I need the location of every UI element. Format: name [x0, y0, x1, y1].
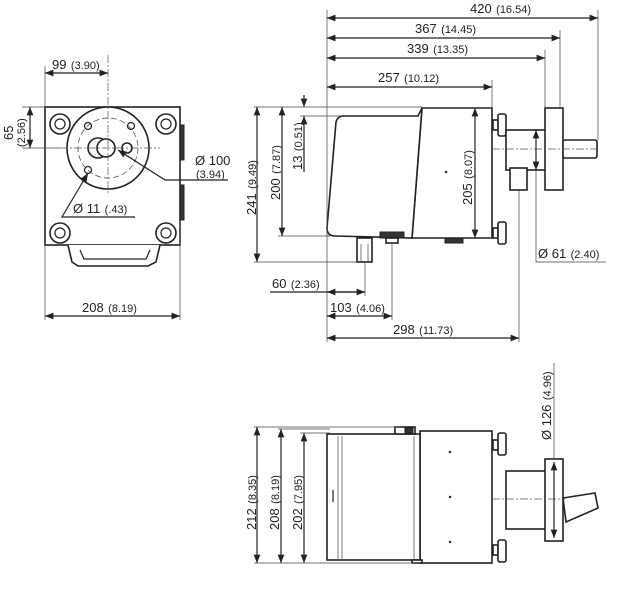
svg-text:420 (16.54): 420 (16.54): [470, 0, 531, 17]
dim-241-inch: (9.49): [247, 160, 259, 189]
side-tab: [179, 184, 185, 221]
dim-208-value: 208: [82, 300, 104, 315]
dim-367-value: 367: [415, 21, 437, 36]
dim-103-inch: (4.06): [356, 303, 385, 315]
side-tab: [179, 124, 185, 161]
svg-text:65: 65: [1, 126, 16, 140]
dim-205-inch: (8.07): [463, 150, 475, 179]
svg-text:367 (14.45): 367 (14.45): [415, 20, 476, 37]
svg-text:Ø 61 (2.40): Ø 61 (2.40): [538, 245, 599, 262]
dim-420-inch: (16.54): [496, 4, 531, 16]
dim-13-inch: (0.51): [293, 122, 305, 151]
gear-housing: [326, 107, 423, 239]
angled-cable: [562, 492, 599, 524]
svg-text:13 (0.51): 13 (0.51): [289, 122, 306, 170]
shaft-tube: [505, 129, 547, 171]
dim-208-inch: (8.19): [108, 303, 137, 315]
svg-text:200 (7.87): 200 (7.87): [267, 145, 284, 200]
svg-text:298 (11.73): 298 (11.73): [393, 321, 453, 338]
dim-212-value: 212: [244, 508, 259, 530]
dim-d11-value: Ø 11: [73, 201, 100, 216]
motor-housing: [411, 107, 493, 239]
dim-202-inch: (7.95): [293, 475, 305, 504]
svg-text:205 (8.07): 205 (8.07): [459, 150, 476, 205]
dim-d61-inch: (2.40): [571, 249, 600, 261]
svg-text:208 (8.19): 208 (8.19): [82, 299, 137, 316]
dim-200-value: 200: [268, 178, 283, 200]
dim-298-inch: (11.73): [419, 325, 453, 337]
side-view: 420 (16.54) 367 (14.45) 339 (13.35) 257 …: [243, 0, 606, 342]
svg-text:99 (3.90): 99 (3.90): [52, 56, 100, 73]
dim-d61-value: Ø 61: [538, 246, 566, 261]
dim-d100-inch: (3.94): [196, 169, 225, 181]
dim-205-value: 205: [460, 183, 475, 205]
svg-text:339 (13.35): 339 (13.35): [407, 40, 468, 57]
svg-text:257 (10.12): 257 (10.12): [378, 69, 439, 86]
dim-d100-value: Ø 100: [195, 153, 230, 168]
dim-202-value: 202: [290, 508, 305, 530]
dim-339-value: 339: [407, 41, 429, 56]
shaft-tube-top: [505, 470, 547, 530]
dim-99-inch: (3.90): [71, 60, 100, 72]
knob-bottom: [492, 539, 507, 563]
knob-top: [492, 113, 507, 137]
dim-241-value: 241: [244, 193, 259, 215]
dim-65-inch: (2.56): [16, 118, 28, 147]
svg-text:Ø 126 (4.96): Ø 126 (4.96): [538, 371, 555, 440]
mounting-holes: [49, 113, 177, 244]
svg-text:60 (2.36): 60 (2.36): [272, 275, 320, 292]
knob-top: [492, 432, 507, 456]
small-block: [509, 167, 528, 191]
svg-text:212 (8.35): 212 (8.35): [243, 475, 260, 530]
dim-99-value: 99: [52, 57, 66, 72]
svg-text:202 (7.95): 202 (7.95): [289, 475, 306, 530]
connector-socket: [379, 231, 405, 239]
dim-d126-inch: (4.96): [542, 371, 554, 400]
dim-257-value: 257: [378, 70, 400, 85]
svg-text:103 (4.06): 103 (4.06): [330, 299, 385, 316]
dim-65-value: 65: [1, 126, 16, 140]
svg-text:(2.56): (2.56): [16, 118, 28, 147]
dim-420-value: 420: [470, 1, 492, 16]
dim-298-value: 298: [393, 322, 415, 337]
connector: [356, 237, 373, 263]
top-view: 212 (8.35) 208 (8.19) 202 (7.95) Ø 126 (…: [243, 363, 599, 564]
dim-top-208-value: 208: [267, 508, 282, 530]
dim-339-inch: (13.35): [433, 44, 468, 56]
front-view: 99 (3.90) 65 (2.56) Ø 100 (3.94) Ø 11 (.…: [1, 55, 230, 320]
motor-housing-top: [419, 430, 493, 564]
dim-d126-value: Ø 126: [539, 405, 554, 440]
dim-60-inch: (2.36): [291, 279, 320, 291]
dim-13-value: 13: [290, 156, 305, 170]
dim-367-inch: (14.45): [441, 24, 476, 36]
dim-257-inch: (10.12): [404, 73, 439, 85]
knob-bottom: [492, 221, 507, 245]
dim-60-value: 60: [272, 276, 286, 291]
handle: [67, 244, 161, 267]
svg-text:208 (8.19): 208 (8.19): [266, 475, 283, 530]
svg-text:241 (9.49): 241 (9.49): [243, 160, 260, 215]
dim-d11-inch: (.43): [105, 204, 128, 216]
dim-103-value: 103: [330, 300, 352, 315]
gear-housing-top: [326, 433, 421, 561]
dim-200-inch: (7.87): [271, 145, 283, 174]
dim-top-208-inch: (8.19): [270, 475, 282, 504]
svg-text:Ø 11 (.43): Ø 11 (.43): [73, 200, 127, 217]
dim-212-inch: (8.35): [247, 475, 259, 504]
